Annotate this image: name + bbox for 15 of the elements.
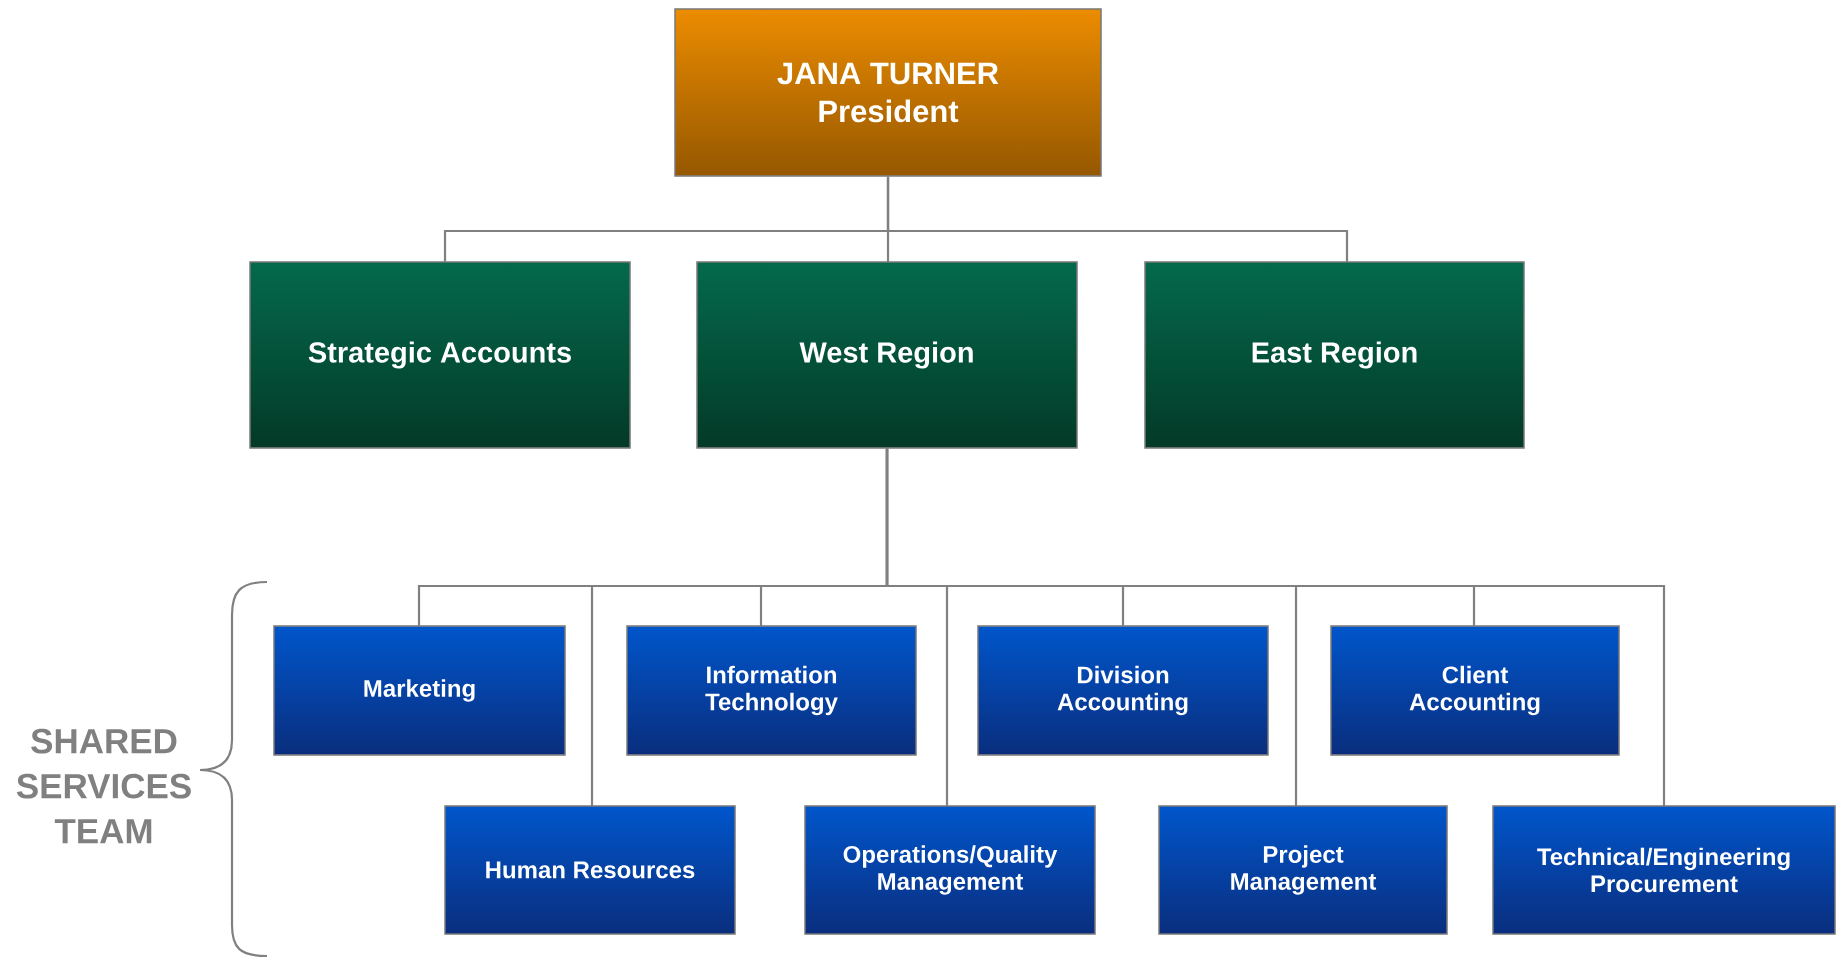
org-box: West Region xyxy=(696,261,1078,449)
org-box: Marketing xyxy=(273,625,566,756)
org-box: Division Accounting xyxy=(977,625,1269,756)
org-box: Human Resources xyxy=(444,805,736,935)
connector-line xyxy=(886,176,1349,262)
org-box: Technical/Engineering Procurement xyxy=(1492,805,1836,935)
org-box: Project Management xyxy=(1158,805,1448,935)
org-box: East Region xyxy=(1144,261,1525,449)
connector-line xyxy=(885,448,1666,806)
org-box: JANA TURNER President xyxy=(674,8,1102,177)
org-box: Client Accounting xyxy=(1330,625,1620,756)
org-box: Operations/Quality Management xyxy=(804,805,1096,935)
group-label: SHARED SERVICES TEAM xyxy=(16,728,191,844)
org-box: Information Technology xyxy=(626,625,917,756)
org-box: Strategic Accounts xyxy=(249,261,631,449)
